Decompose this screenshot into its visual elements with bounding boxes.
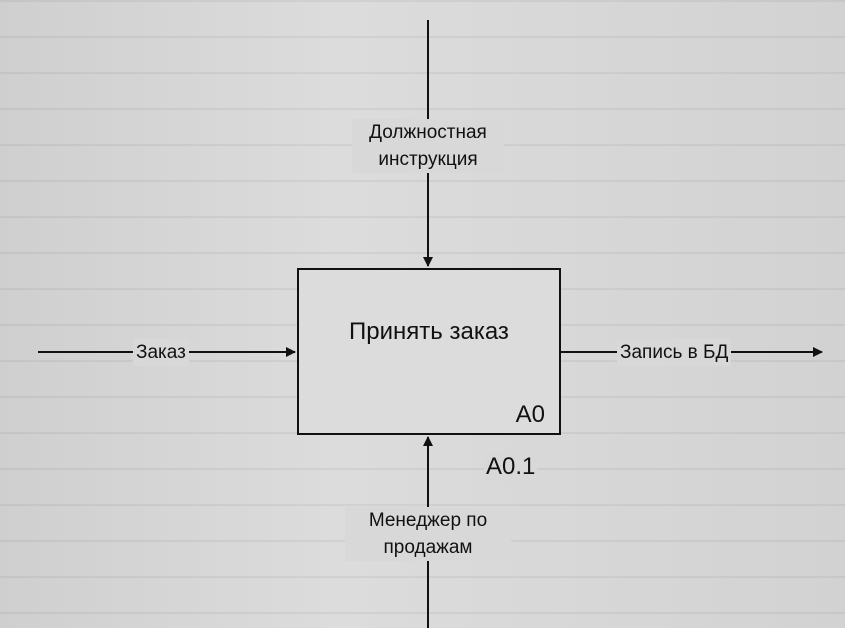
activity-id: A0 — [515, 401, 545, 428]
output-label: Запись в БД — [617, 339, 732, 366]
mechanism-label: Менеджер по продажам — [345, 507, 511, 561]
control-label: Должностная инструкция — [352, 119, 504, 173]
input-label: Заказ — [133, 339, 189, 366]
control-label-line2: инструкция — [378, 149, 478, 170]
mechanism-label-line2: продажам — [383, 537, 473, 558]
mechanism-label-line1: Менеджер по — [368, 510, 488, 531]
activity-title: Принять заказ — [349, 318, 509, 345]
activity-node-number: A0.1 — [484, 453, 538, 481]
activity-box: Принять заказ A0 — [297, 268, 561, 435]
control-label-line1: Должностная — [369, 122, 487, 143]
